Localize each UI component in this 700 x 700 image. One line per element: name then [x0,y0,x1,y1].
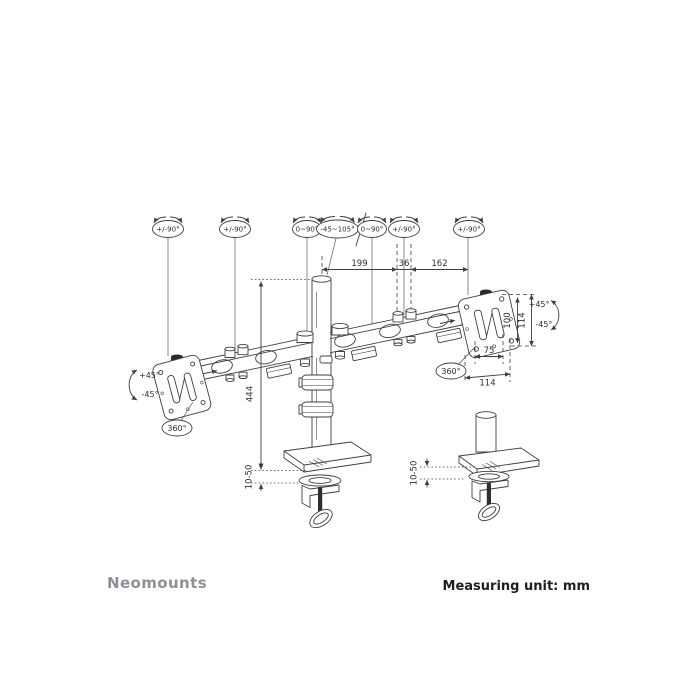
svg-text:0~90°: 0~90° [361,226,384,234]
dimension-vesa-horizontal: 75 [484,346,495,356]
dimension-clamp-range-label: 10-50 [245,465,255,490]
svg-text:0~90°: 0~90° [296,226,319,234]
arm-joint-pin [392,311,404,347]
pole-cable-straps [298,355,334,418]
vesa-plate-left [152,354,212,421]
pole-hinge-pin [331,322,349,360]
right-swivel-label: 360° [441,367,460,376]
dimension-elbow-width: 36 [399,259,410,269]
desk-clamp-detail [458,411,540,522]
callout-far-left-rotate: +/-90° [152,216,184,238]
left-tilt-up-label: +45° [139,371,160,380]
left-tilt-down-label: -45° [142,390,159,399]
dimension-clamp-range: 10-50 [245,462,299,491]
right-tilt-up-label: +45° [529,300,550,309]
dimension-vesa-right: 100 114 75 114 [464,294,536,389]
svg-text:+/-90°: +/-90° [457,226,480,234]
svg-text:-45~105°: -45~105° [320,226,354,234]
svg-text:+/-90°: +/-90° [392,226,415,234]
arm-joint-pins [224,308,417,382]
tilt-annotation-left: +45° -45° [128,369,160,401]
callout-leader-lines [167,237,469,356]
rotation-callouts: +/-90° +/-90° 0~90° -45~105° 0~90° [152,212,485,247]
callout-pole-tilt-range: -45~105° [316,216,359,239]
dimension-column-height: 444 [246,279,312,471]
arm-joint-pin [224,346,236,382]
callout-far-right-rotate: +/-90° [453,216,485,238]
measuring-unit-note: Measuring unit: mm [442,579,590,594]
svg-text:+/-90°: +/-90° [223,226,246,234]
swivel-annotation-right: 360° [435,345,477,380]
dimension-column-height-label: 444 [246,386,256,402]
swivel-annotation-left: 360° [161,401,194,437]
arm-arrow-sticker [201,369,218,375]
center-pole-front [311,327,332,359]
dimension-arm-left-reach: 199 [351,259,367,269]
desk-base [283,441,372,473]
dimension-arm-right-reach: 162 [431,259,447,269]
callout-right-elbow-rotate: +/-90° [388,216,420,238]
callout-right-pole-tilt: 0~90° [357,216,387,238]
right-tilt-down-label: -45° [535,320,552,329]
brand-wordmark: Neomounts [107,574,208,592]
arm-arrow-sticker [439,319,456,324]
dimension-clamp-detail-label: 10-50 [410,461,420,486]
dimension-plate-height: 114 [518,312,528,328]
cable-clip [266,327,462,379]
dimension-clamp-range-detail: 10-50 [410,458,474,488]
dimension-vesa-vertical: 100 [503,312,513,328]
arm-joint-pin [237,343,249,380]
clamp-knob [477,502,501,522]
pole-hinge-pin [296,330,314,368]
dimension-plate-width: 114 [479,379,495,389]
dimension-top-spans: 199 36 162 [321,259,469,272]
tilt-annotation-right: +45° -45° [529,300,560,331]
desk-clamp [298,474,342,529]
left-swivel-label: 360° [167,424,186,433]
clamp-knob [309,508,333,529]
vesa-plate-right [457,289,521,359]
cable-strap [211,313,449,374]
arm-joint-pin [405,308,417,344]
callout-left-elbow-rotate: +/-90° [219,216,251,238]
svg-text:+/-90°: +/-90° [156,226,179,234]
